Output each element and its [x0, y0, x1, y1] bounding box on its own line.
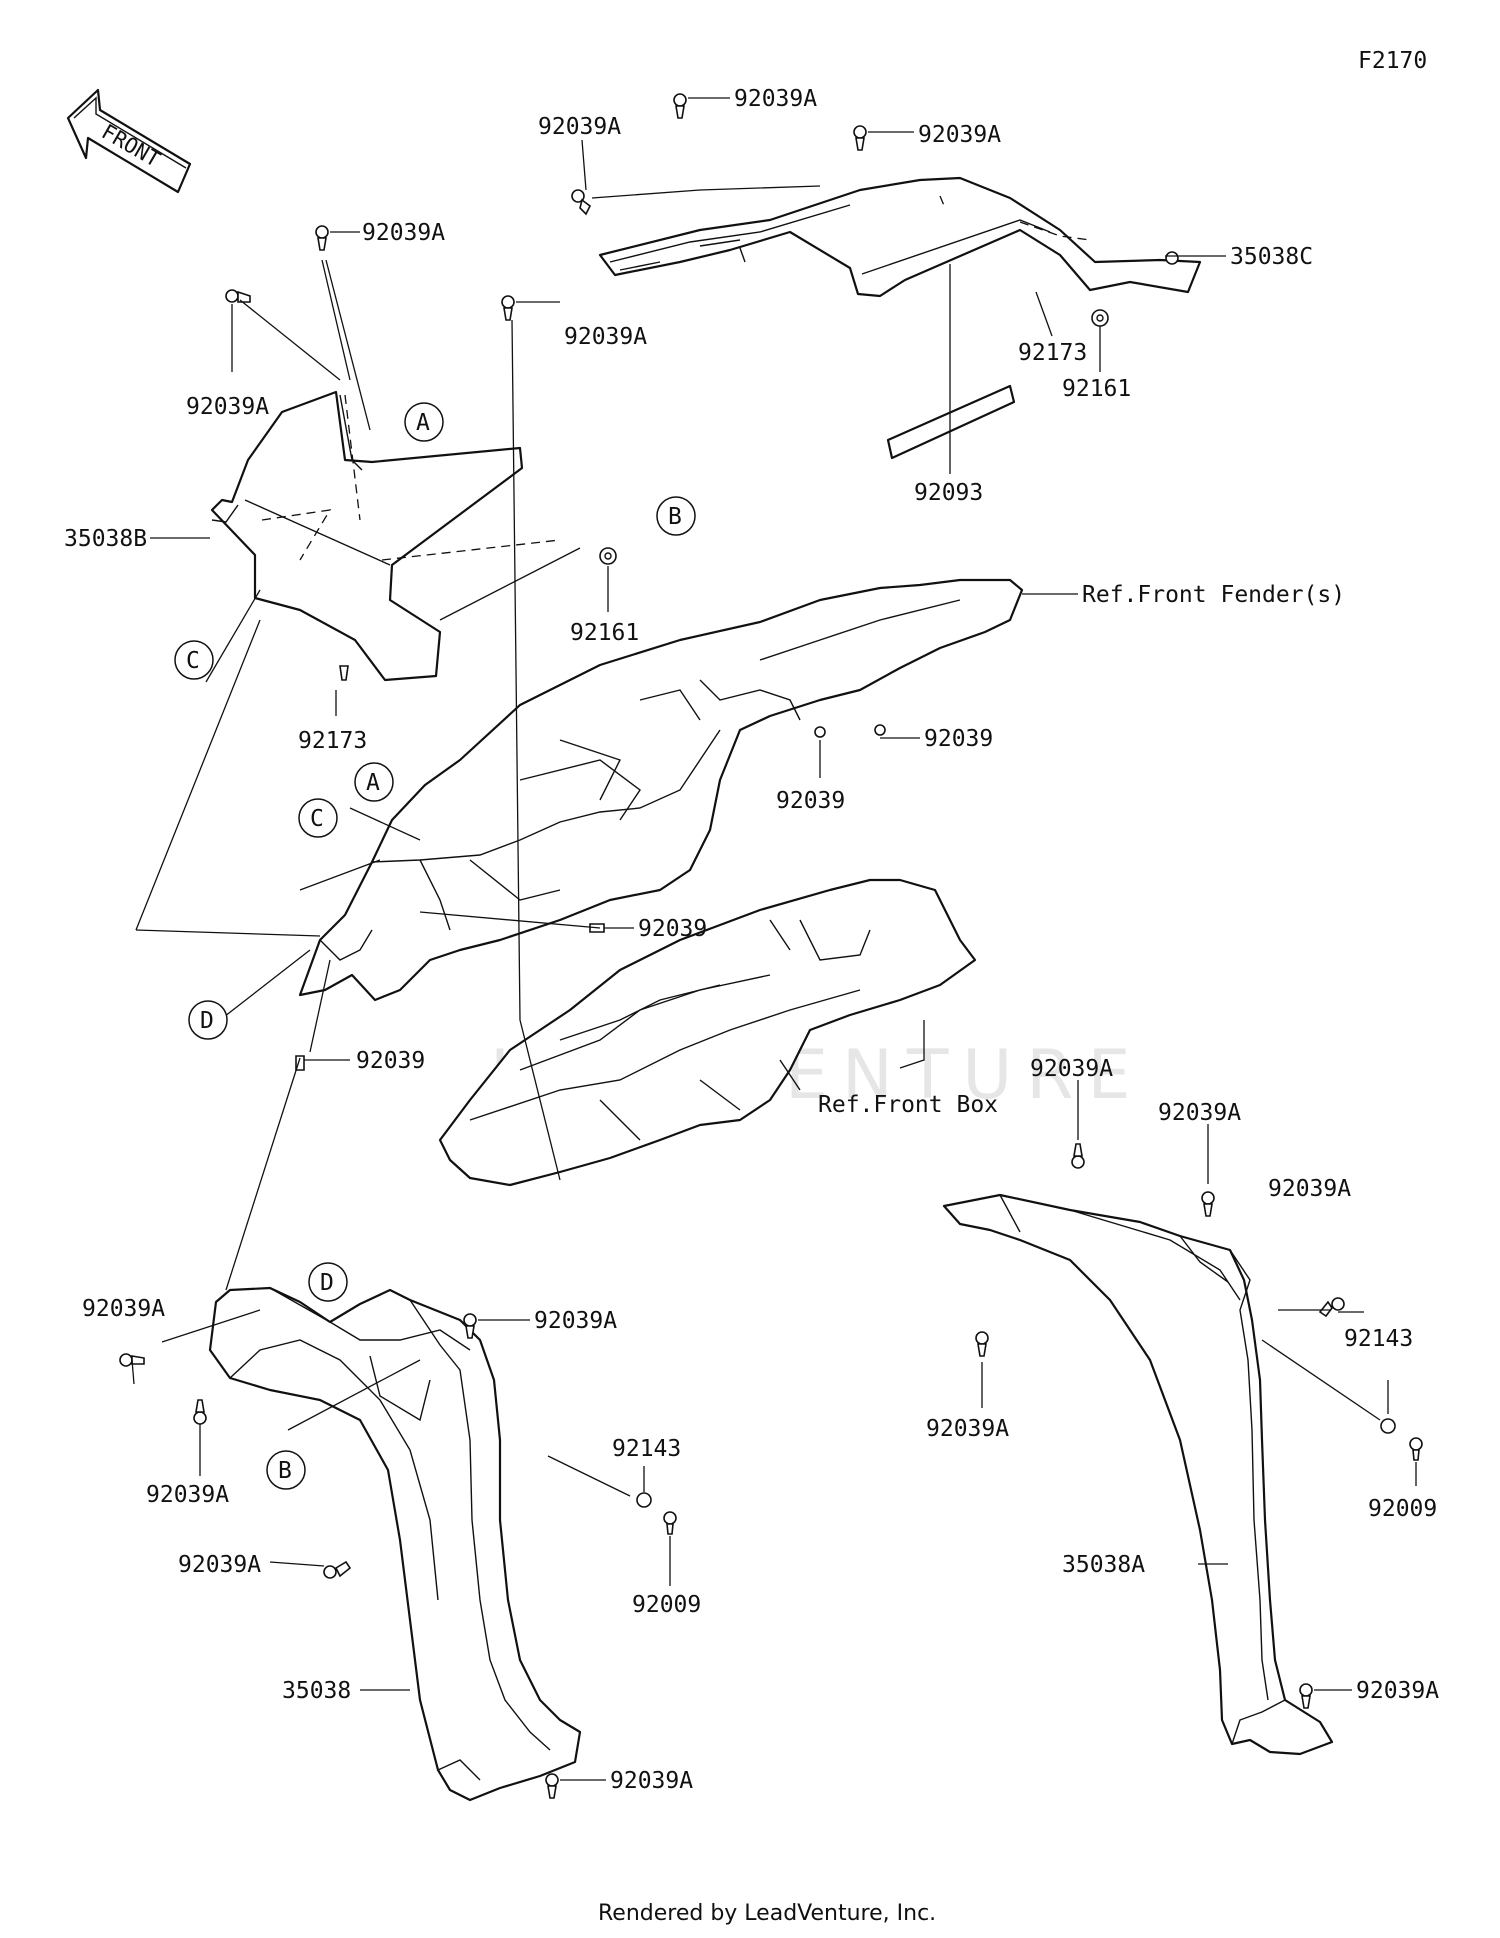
part-label: 92039A	[186, 394, 269, 420]
clip-icon	[1201, 1191, 1215, 1217]
svg-text:A: A	[366, 770, 380, 796]
callout-b-top: B	[656, 496, 696, 536]
part-label: 92173	[1018, 340, 1087, 366]
clip-icon	[501, 295, 515, 321]
nut-icon	[636, 1492, 652, 1508]
part-label: 35038A	[1062, 1552, 1145, 1578]
clip-icon	[545, 1773, 559, 1799]
guard-35038	[208, 1286, 582, 1802]
part-label: 92039A	[538, 114, 621, 140]
part-label: 92009	[632, 1592, 701, 1618]
clip-icon	[323, 1560, 352, 1579]
part-label: 92039A	[362, 220, 445, 246]
screw-icon	[1409, 1437, 1423, 1461]
nut-icon	[1091, 309, 1109, 327]
front-arrow-icon: FRONT	[66, 88, 192, 194]
part-label: 92161	[570, 620, 639, 646]
part-label: 92039	[776, 788, 845, 814]
part-label: 92039A	[146, 1482, 229, 1508]
front-box	[438, 878, 977, 1187]
part-label: 92009	[1368, 1496, 1437, 1522]
part-label: 92039A	[918, 122, 1001, 148]
clip-icon	[1318, 1297, 1345, 1318]
clip-icon	[673, 93, 687, 119]
part-label: 92039A	[926, 1416, 1009, 1442]
callout-d-top: D	[188, 1000, 228, 1040]
front-fender	[298, 578, 1024, 1002]
part-label: 92039A	[178, 1552, 261, 1578]
part-labels: 92039A 92039A 92039A 35038C 92173 92161 …	[64, 86, 1439, 1794]
clip-icon	[1071, 1143, 1085, 1169]
svg-text:A: A	[416, 410, 430, 436]
part-label: 92143	[612, 1436, 681, 1462]
svg-text:B: B	[668, 504, 682, 530]
callout-c-top: C	[174, 640, 214, 680]
part-label: 92039	[638, 916, 707, 942]
part-label: Ref.Front Box	[818, 1092, 998, 1118]
clip-icon	[339, 665, 349, 681]
cover-35038b	[210, 390, 524, 682]
svg-text:B: B	[278, 1458, 292, 1484]
part-label: 35038C	[1230, 244, 1313, 270]
part-label: 92039	[356, 1048, 425, 1074]
part-label: 35038B	[64, 526, 147, 552]
leader-lines	[131, 97, 1417, 1781]
clip-icon	[119, 1353, 145, 1367]
screw-icon	[295, 1055, 305, 1071]
callout-a-lower: A	[354, 762, 394, 802]
part-label: 92173	[298, 728, 367, 754]
nut-icon	[874, 724, 886, 736]
part-label: 92039A	[1268, 1176, 1351, 1202]
part-label: 92039A	[1356, 1678, 1439, 1704]
clip-icon	[463, 1313, 477, 1339]
clip-icon	[853, 125, 867, 151]
footer-credit: Rendered by LeadVenture, Inc.	[598, 1901, 936, 1926]
part-label: 92161	[1062, 376, 1131, 402]
diagram-code: F2170	[1358, 48, 1427, 74]
washer-icon	[1165, 251, 1179, 265]
part-label: 92093	[914, 480, 983, 506]
clip-icon	[193, 1399, 207, 1425]
part-label: 92039	[924, 726, 993, 752]
part-label: 92039A	[610, 1768, 693, 1794]
part-label: 92039A	[564, 324, 647, 350]
clip-icon	[571, 189, 592, 216]
clip-icon	[315, 225, 329, 251]
part-label: 92039A	[534, 1308, 617, 1334]
part-label: 92039A	[1030, 1056, 1113, 1082]
cover-35038c	[598, 176, 1202, 460]
svg-text:C: C	[186, 648, 200, 674]
callout-b-lower: B	[266, 1450, 306, 1490]
part-label: 92143	[1344, 1326, 1413, 1352]
clip-icon	[225, 289, 251, 303]
callout-c-lower: C	[298, 798, 338, 838]
guard-35038a	[942, 1193, 1334, 1756]
svg-text:D: D	[320, 1270, 334, 1296]
nut-icon	[599, 547, 617, 565]
clip-icon	[1299, 1683, 1313, 1709]
callout-a-top: A	[404, 402, 444, 442]
svg-text:C: C	[310, 806, 324, 832]
callout-d-lower: D	[308, 1262, 348, 1302]
part-label: 92039A	[82, 1296, 165, 1322]
part-label: 92039A	[1158, 1100, 1241, 1126]
svg-text:D: D	[200, 1008, 214, 1034]
clip-icon	[975, 1331, 989, 1357]
part-label: 35038	[282, 1678, 351, 1704]
part-label: Ref.Front Fender(s)	[1082, 582, 1345, 608]
screw-icon	[663, 1511, 677, 1535]
part-label: 92039A	[734, 86, 817, 112]
nut-icon	[814, 726, 826, 738]
nut-icon	[1380, 1418, 1396, 1434]
